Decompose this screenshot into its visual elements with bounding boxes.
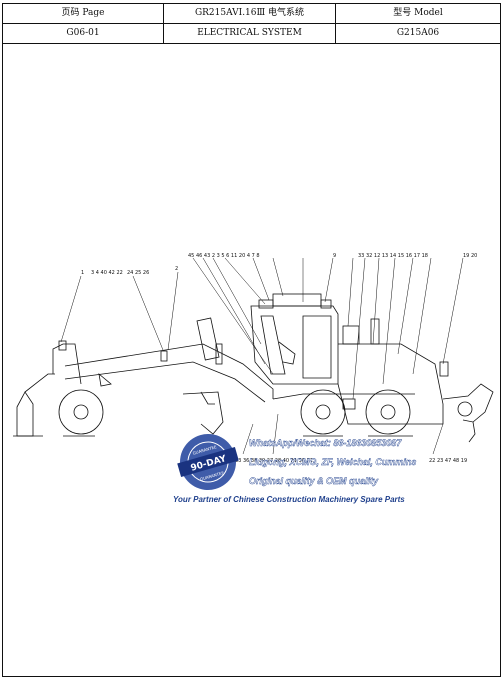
- front-light: [58, 340, 67, 351]
- cab: [250, 305, 339, 385]
- watermark-brands: Liugong, XCMG, ZF, Weichai, Cummins: [249, 457, 416, 467]
- tandem-wheel-front: [300, 389, 346, 435]
- main-frame-bottom: [64, 361, 266, 403]
- motor-grader-electrical-drawing: 1 3 4 40 42 22 24 25 26 2 45 46 43 2 3 5…: [13, 253, 494, 504]
- model-number: G215A06: [396, 28, 440, 38]
- title-block-divider: [335, 4, 336, 44]
- callout-bottom-group: 33 36 38 39 27 28 40 21 30 31: [235, 458, 313, 464]
- badge-bottom-text: GUARANTEE: [199, 470, 224, 482]
- drawing-sheet: 页码 Page G06-01 GR215AVI.16Ⅲ 电气系统 ELECTRI…: [2, 3, 501, 677]
- tandem-wheel-rear: [365, 389, 411, 435]
- engine-hood: [337, 343, 444, 425]
- tail-light-mount: [160, 350, 168, 362]
- title-block-divider: [3, 23, 500, 24]
- tandem-beam: [272, 393, 415, 400]
- work-light-right: [320, 299, 332, 309]
- callout-top-group: 9: [333, 253, 336, 259]
- callout-left-group: 24 25 26: [127, 270, 149, 276]
- title-block-divider: [163, 4, 164, 44]
- callout-left-group: 1: [81, 270, 84, 276]
- callout-bottom-group: 22 23 47 48 19: [429, 458, 467, 464]
- callout-labels: 1 3 4 40 42 22 24 25 26 2 45 46 43 2 3 5…: [81, 253, 477, 464]
- frame-bracket: [98, 373, 112, 387]
- cab-roof: [272, 293, 322, 307]
- callout-top-group: 45 46 43 2 3 5 6 11 20 4 7 8: [188, 253, 260, 259]
- front-wheel: [58, 389, 104, 435]
- main-frame-top: [64, 343, 274, 399]
- guarantee-badge: 90-DAY GUARANTEE GUARANTEE: [177, 434, 239, 490]
- exhaust-stack: [370, 318, 380, 345]
- front-frame-arm: [24, 373, 55, 393]
- page-number: G06-01: [66, 28, 100, 38]
- badge-top-text: GUARANTEE: [192, 444, 217, 456]
- drawing-title-en: ELECTRICAL SYSTEM: [197, 28, 302, 38]
- title-block: 页码 Page G06-01 GR215AVI.16Ⅲ 电气系统 ELECTRI…: [3, 4, 500, 44]
- watermark-quality: Original quality & OEM quality: [249, 476, 379, 486]
- ripper-shank: [468, 421, 476, 443]
- drawing-title-cn: GR215AVI.16Ⅲ 电气系统: [194, 8, 305, 18]
- motor-grader-outline: [13, 293, 494, 443]
- moldboard: [182, 391, 224, 435]
- battery-box: [342, 398, 356, 410]
- work-light-left: [258, 299, 274, 309]
- model-label: 型号 Model: [393, 8, 443, 18]
- leader-lines: [60, 257, 464, 455]
- callout-top-group: 19 20: [463, 253, 477, 259]
- front-push-plate: [16, 391, 34, 437]
- rear-light: [439, 361, 449, 377]
- callout-left-group: 3 4 40 42 22: [91, 270, 123, 276]
- cab-front-window: [260, 315, 286, 375]
- ripper-pivot: [457, 401, 473, 417]
- operator-seat: [278, 341, 296, 365]
- moldboard-link: [200, 391, 215, 405]
- tandem-wheel-front-hub: [315, 404, 331, 420]
- lift-cylinder: [196, 317, 220, 361]
- callout-top-group: 33 32 12 13 14 15 16 17 18: [358, 253, 428, 259]
- watermark-tagline: Your Partner of Chinese Construction Mac…: [173, 495, 405, 504]
- air-cleaner: [342, 325, 360, 345]
- tandem-wheel-rear-hub: [380, 404, 396, 420]
- lift-rod: [215, 343, 223, 365]
- seller-watermark: 90-DAY GUARANTEE GUARANTEE WhatsApp/Wech…: [173, 434, 417, 504]
- front-wheel-hub: [73, 404, 89, 420]
- callout-left-group: 2: [175, 266, 178, 272]
- watermark-contact: WhatsApp/Wechat: 86-18630853087: [249, 438, 402, 448]
- front-axle-frame: [52, 343, 82, 385]
- cab-side-window: [302, 315, 332, 379]
- page-label: 页码 Page: [61, 8, 105, 18]
